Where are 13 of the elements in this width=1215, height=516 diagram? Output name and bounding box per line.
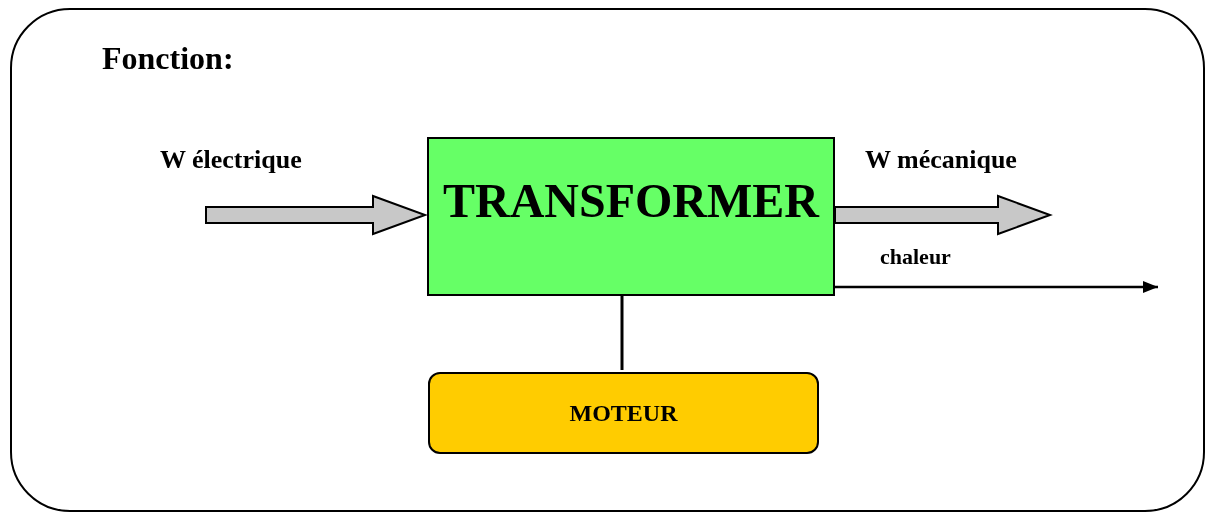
box-label: TRANSFORMER (443, 173, 819, 228)
block-arrow (834, 194, 1053, 236)
edge-label: W mécanique (865, 147, 1017, 173)
edge-label: W électrique (160, 147, 302, 173)
block-arrow (205, 194, 428, 236)
frame-panel (10, 8, 1205, 512)
process-box (428, 372, 819, 454)
heading: Fonction: (102, 40, 234, 77)
process-box (427, 137, 835, 296)
box-label: MOTEUR (569, 400, 678, 427)
connector-line (620, 296, 624, 370)
edge-label: chaleur (880, 246, 951, 268)
arrow (835, 281, 1158, 293)
